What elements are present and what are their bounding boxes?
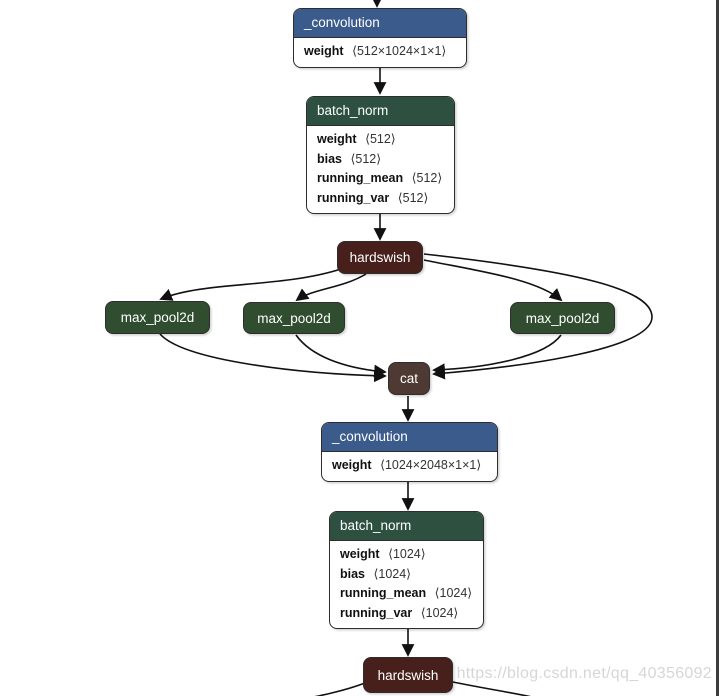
- param-name: weight: [340, 547, 380, 561]
- param-name: bias: [340, 566, 366, 581]
- param-name: running_mean: [317, 171, 404, 185]
- node-hardswish-1[interactable]: hardswish: [337, 241, 423, 274]
- param-name: bias: [317, 151, 343, 166]
- node-body: weight ⟨1024⟩ bias ⟨1024⟩ running_mean ⟨…: [330, 541, 483, 628]
- edge-maxpool-right-cat: [432, 334, 562, 377]
- edge-hardswish2-out-right: [452, 681, 532, 696]
- node-title: max_pool2d: [525, 310, 600, 326]
- node-body: weight ⟨512⟩ bias ⟨512⟩ running_mean ⟨51…: [307, 126, 454, 213]
- param-row: running_var ⟨512⟩: [317, 189, 444, 209]
- param-row: running_mean ⟨1024⟩: [340, 584, 473, 604]
- node-title: max_pool2d: [257, 310, 331, 326]
- node-header: _convolution: [322, 423, 497, 452]
- node-title: batch_norm: [340, 518, 412, 533]
- param-row: running_mean ⟨512⟩: [317, 169, 444, 189]
- node-maxpool2d-right[interactable]: max_pool2d: [510, 302, 615, 334]
- param-name: weight: [304, 44, 344, 58]
- param-name: running_var: [340, 605, 413, 620]
- param-value: ⟨512⟩: [397, 190, 429, 205]
- param-row: weight ⟨512×1024×1×1⟩: [304, 42, 456, 62]
- node-title: max_pool2d: [120, 310, 195, 325]
- param-value: ⟨512⟩: [365, 132, 396, 146]
- param-row: weight ⟨1024×2048×1×1⟩: [332, 456, 487, 476]
- node-body: weight ⟨1024×2048×1×1⟩: [322, 452, 497, 481]
- node-title: cat: [399, 371, 418, 386]
- node-header: batch_norm: [307, 97, 454, 126]
- edge-maxpool-left-cat: [159, 333, 387, 383]
- node-maxpool2d-mid[interactable]: max_pool2d: [243, 302, 345, 334]
- param-row: bias ⟨512⟩: [317, 150, 444, 170]
- node-title: _convolution: [332, 429, 408, 444]
- node-convolution-2[interactable]: _convolution weight ⟨1024×2048×1×1⟩: [321, 422, 498, 482]
- node-title: hardswish: [349, 250, 411, 265]
- param-name: weight: [332, 458, 372, 472]
- right-window-border: [716, 0, 719, 696]
- param-name: running_mean: [340, 586, 427, 600]
- edge-hardswish1-maxpool-left: [159, 268, 342, 301]
- param-name: running_var: [317, 190, 390, 205]
- param-row: bias ⟨1024⟩: [340, 565, 473, 585]
- edge-hardswish1-cat: [423, 253, 653, 380]
- edge-hardswish2-out-left: [314, 682, 366, 696]
- node-batchnorm-1[interactable]: batch_norm weight ⟨512⟩ bias ⟨512⟩ runni…: [306, 96, 455, 214]
- node-body: weight ⟨512×1024×1×1⟩: [294, 38, 466, 67]
- param-value: ⟨1024⟩: [420, 605, 459, 620]
- edge-hardswish1-maxpool-right: [423, 259, 563, 302]
- edge-maxpool-mid-cat: [295, 334, 387, 378]
- node-header: batch_norm: [330, 512, 483, 541]
- param-value: ⟨1024⟩: [434, 586, 473, 600]
- node-cat[interactable]: cat: [388, 362, 430, 395]
- node-batchnorm-2[interactable]: batch_norm weight ⟨1024⟩ bias ⟨1024⟩ run…: [329, 511, 484, 629]
- param-row: weight ⟨512⟩: [317, 130, 444, 150]
- watermark: https://blog.csdn.net/qq_40356092: [456, 665, 712, 682]
- edge-hardswish1-maxpool-mid: [295, 273, 367, 302]
- param-row: weight ⟨1024⟩: [340, 545, 473, 565]
- node-hardswish-2[interactable]: hardswish: [363, 657, 453, 693]
- node-maxpool2d-left[interactable]: max_pool2d: [105, 301, 210, 334]
- param-value: ⟨1024×2048×1×1⟩: [380, 458, 482, 472]
- node-header: _convolution: [294, 9, 466, 38]
- node-title: _convolution: [304, 15, 380, 30]
- param-value: ⟨1024⟩: [388, 547, 426, 561]
- node-title: hardswish: [377, 667, 439, 683]
- param-value: ⟨512×1024×1×1⟩: [352, 44, 447, 58]
- node-convolution-1[interactable]: _convolution weight ⟨512×1024×1×1⟩: [293, 8, 467, 68]
- param-name: weight: [317, 132, 357, 146]
- param-value: ⟨512⟩: [350, 151, 382, 166]
- param-value: ⟨512⟩: [411, 171, 443, 185]
- param-value: ⟨1024⟩: [373, 566, 412, 581]
- node-title: batch_norm: [317, 103, 389, 118]
- param-row: running_var ⟨1024⟩: [340, 604, 473, 624]
